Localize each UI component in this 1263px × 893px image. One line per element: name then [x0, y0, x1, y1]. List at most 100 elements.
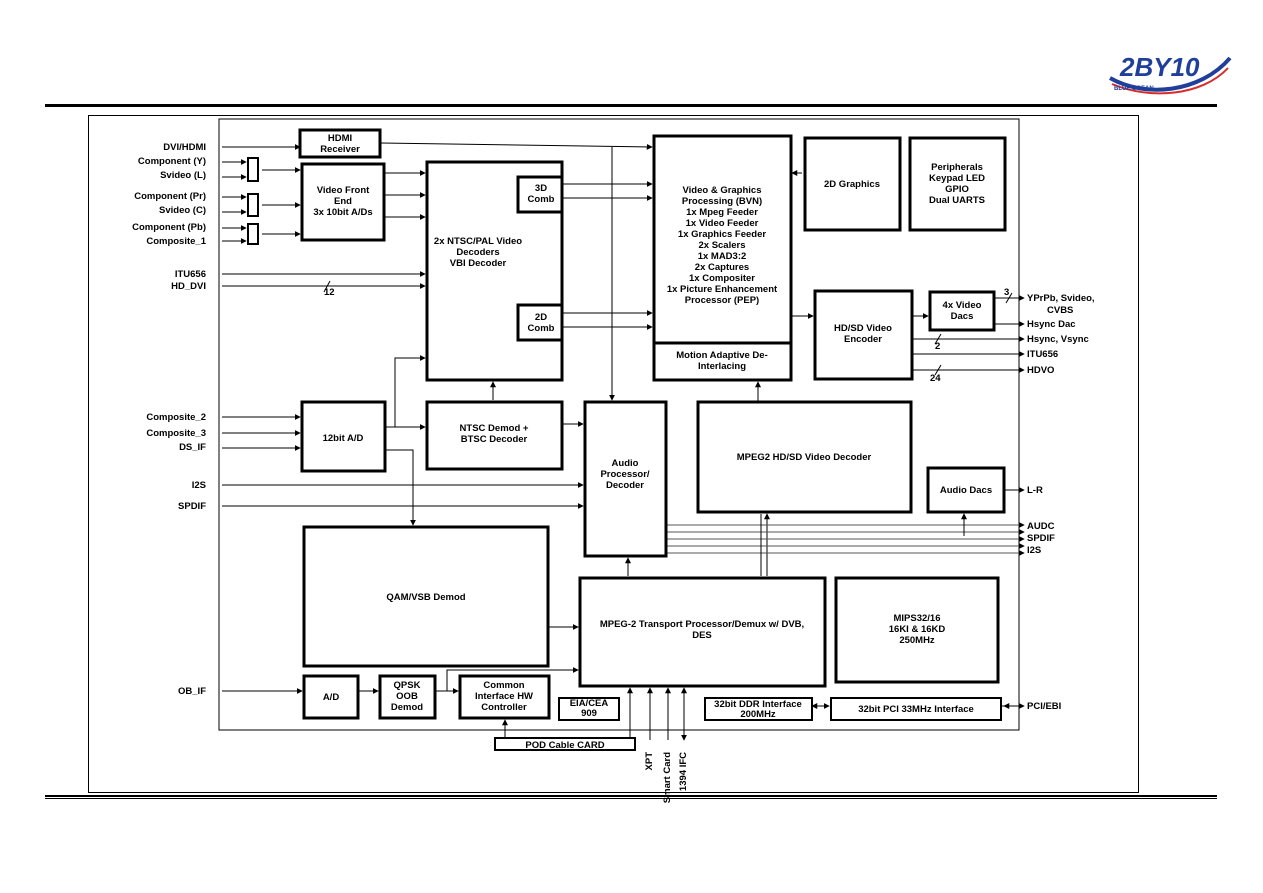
block-transport: MPEG-2 Transport Processor/Demux w/ DVB,…: [578, 576, 827, 688]
label-ds-if: DS_IF: [179, 442, 206, 453]
svg-text:2D Graphics: 2D Graphics: [824, 179, 880, 190]
label-dvi-hdmi: DVI/HDMI: [163, 142, 206, 153]
label-spdif-out: SPDIF: [1027, 533, 1055, 544]
output-labels: YPrPb, Svideo, CVBS Hsync Dac Hsync, Vsy…: [1027, 293, 1095, 712]
logo-swoosh: [1109, 56, 1232, 92]
label-1394-ifc: 1394 IFC: [678, 752, 689, 791]
connector-pr-c: [247, 193, 259, 217]
svg-text:Audio Dacs: Audio Dacs: [940, 485, 992, 496]
bus-width-yprpb: 3: [1004, 287, 1009, 298]
label-composite-3: Composite_3: [146, 428, 206, 439]
label-composite-2: Composite_2: [146, 412, 206, 423]
label-composite-1: Composite_1: [146, 236, 206, 247]
block-qam-demod: QAM/VSB Demod: [302, 525, 550, 668]
block-2d-graphics: 2D Graphics: [803, 136, 902, 232]
connections: [222, 142, 1025, 741]
block-audio-dacs: Audio Dacs: [926, 466, 1006, 514]
diagram-frame: [88, 115, 1139, 793]
label-hsync-dac: Hsync Dac: [1027, 319, 1076, 330]
label-hd-dvi: HD_DVI: [171, 281, 206, 292]
label-pci-ebi: PCI/EBI: [1027, 701, 1061, 712]
header-rule: [45, 104, 1217, 107]
label-component-y: Component (Y): [138, 156, 206, 167]
block-pci-interface: 32bit PCI 33MHz Interface: [830, 697, 1002, 721]
label-component-pr: Component (Pr): [134, 191, 206, 202]
block-ntsc-demod: NTSC Demod +BTSC Decoder: [425, 400, 564, 471]
svg-text:POD Cable CARD: POD Cable CARD: [525, 740, 604, 751]
footer-rule: [45, 795, 1217, 799]
label-hsync-vsync: Hsync, Vsync: [1027, 334, 1089, 345]
logo-text: 2BY10: [1119, 52, 1200, 82]
label-yprpb: YPrPb, Svideo,: [1027, 293, 1095, 304]
block-pod-cablecard: POD Cable CARD: [494, 737, 636, 751]
block-12bit-ad: 12bit A/D: [300, 400, 387, 473]
audio-bus: [666, 513, 1025, 576]
label-svideo-c: Svideo (C): [159, 205, 206, 216]
label-i2s-out: I2S: [1027, 545, 1041, 556]
label-svideo-l: Svideo (L): [160, 170, 206, 181]
svg-text:A/D: A/D: [323, 692, 340, 703]
logo-swoosh-red: [1111, 67, 1229, 95]
label-ob-if: OB_IF: [178, 686, 206, 697]
svg-text:MPEG-2 Transport Processor/Dem: MPEG-2 Transport Processor/Demux w/ DVB,…: [600, 619, 804, 641]
svg-text:MPEG2 HD/SD Video Decoder: MPEG2 HD/SD Video Decoder: [737, 452, 872, 463]
bus-width-hsync: 2: [935, 341, 940, 352]
block-motion-adaptive: Motion Adaptive De-Interlacing: [652, 341, 793, 382]
label-spdif-in: SPDIF: [178, 501, 206, 512]
bus-width-hdvo: 24: [930, 373, 941, 384]
label-itu656: ITU656: [175, 269, 206, 280]
svg-text:12bit A/D: 12bit A/D: [323, 433, 364, 444]
label-hdvo: HDVO: [1027, 365, 1054, 376]
svg-text:Motion Adaptive De-Interlacing: Motion Adaptive De-Interlacing: [676, 350, 767, 372]
label-smart-card: Smart Card: [662, 752, 673, 803]
label-audc: AUDC: [1027, 521, 1055, 532]
input-labels: DVI/HDMI Component (Y) Svideo (L) Compon…: [132, 142, 207, 697]
chip-outline: [218, 118, 1020, 731]
svg-text:QAM/VSB Demod: QAM/VSB Demod: [386, 592, 465, 603]
block-mpeg2-decoder: MPEG2 HD/SD Video Decoder: [696, 400, 913, 514]
label-i2s-in: I2S: [192, 480, 206, 491]
connector-pb-comp1: [247, 223, 259, 245]
label-xpt: XPT: [644, 752, 655, 771]
block-ad: A/D: [302, 674, 360, 720]
logo-subtext: BLUE OCEAN: [1114, 86, 1154, 92]
label-component-pb: Component (Pb): [132, 222, 206, 233]
svg-text:NTSC Demod +BTSC Decoder: NTSC Demod +BTSC Decoder: [460, 423, 529, 445]
svg-text:32bit PCI 33MHz Interface: 32bit PCI 33MHz Interface: [858, 704, 974, 715]
logo-2by10: 2BY10 BLUE OCEAN: [1109, 52, 1232, 95]
bus-width-hd-dvi: 12: [324, 287, 335, 298]
label-lr: L-R: [1027, 485, 1043, 496]
label-itu656-out: ITU656: [1027, 349, 1058, 360]
bus-ticks: [323, 280, 1013, 376]
label-cvbs: CVBS: [1047, 305, 1073, 316]
